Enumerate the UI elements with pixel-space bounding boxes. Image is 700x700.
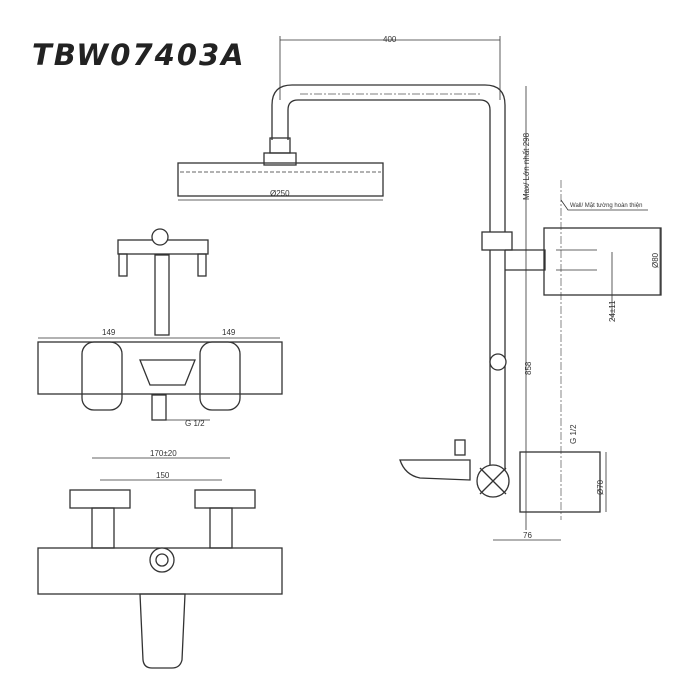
model-title: TBW07403A — [32, 38, 246, 72]
dim-76: 76 — [523, 531, 532, 540]
dim-149-left: 149 — [102, 328, 116, 337]
wall-note: Wall/ Mặt tường hoàn thiện — [570, 203, 642, 209]
dim-front-thread: G 1/2 — [185, 419, 205, 428]
dim-858: 858 — [524, 361, 533, 375]
dim-bracket-spacing: 24±11 — [608, 300, 617, 322]
dim-170: 170±20 — [150, 449, 177, 458]
dim-mixer-diameter: Ø70 — [596, 479, 605, 495]
dim-400: 400 — [383, 35, 397, 44]
dim-head-diameter: Ø250 — [270, 189, 290, 198]
dim-side-thread: G 1/2 — [569, 424, 578, 444]
dim-max-height: Max/ Lớn nhất 298 — [522, 132, 531, 200]
dim-149-right: 149 — [222, 328, 236, 337]
dim-bracket-diameter: Ø80 — [651, 252, 660, 268]
dim-150: 150 — [156, 471, 170, 480]
